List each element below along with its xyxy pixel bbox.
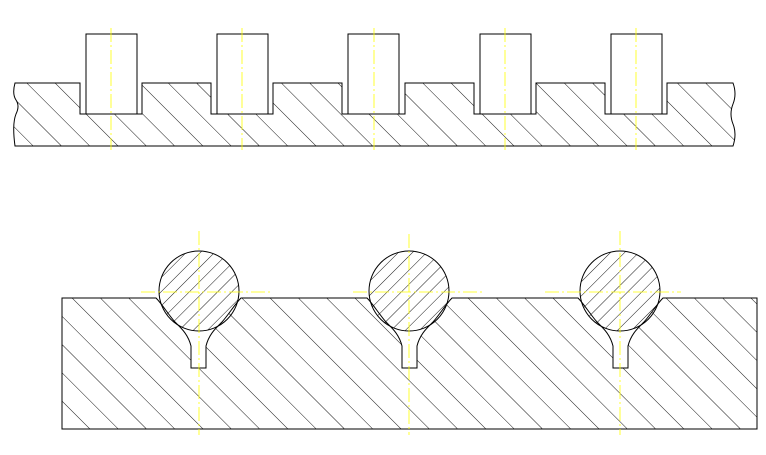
pin — [610, 33, 663, 115]
bottom-section — [61, 231, 758, 435]
pin — [479, 33, 532, 115]
pin — [85, 33, 138, 115]
pins — [85, 33, 663, 115]
pin-centerlines — [110, 28, 637, 150]
top-section — [13, 28, 736, 150]
ball-centerlines — [141, 231, 681, 435]
socket-plate — [61, 297, 758, 430]
pin — [347, 33, 400, 115]
pin — [216, 33, 269, 115]
